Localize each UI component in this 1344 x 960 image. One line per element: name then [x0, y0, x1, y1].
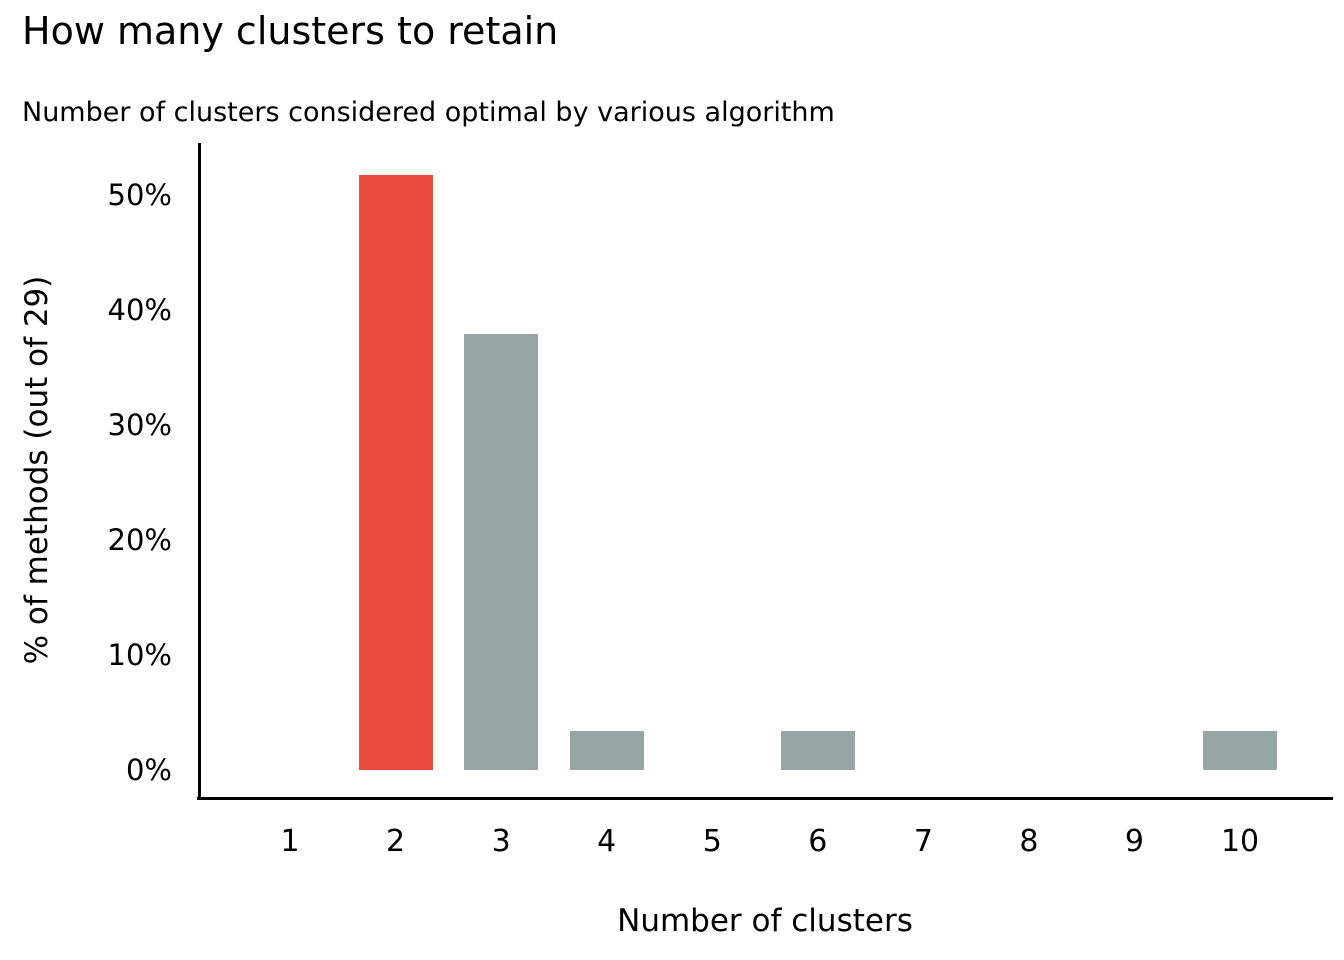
x-tick-label: 4	[597, 824, 617, 859]
y-tick-label: 30%	[107, 408, 172, 442]
x-axis-title: Number of clusters	[617, 903, 913, 939]
x-tick-label: 1	[280, 824, 300, 859]
chart-subtitle: Number of clusters considered optimal by…	[22, 97, 835, 128]
x-tick-label: 2	[386, 824, 406, 859]
bar-cluster-10	[1203, 730, 1278, 770]
x-tick-label: 10	[1220, 824, 1260, 859]
x-tick-label: 5	[702, 824, 722, 859]
y-tick-label: 0%	[125, 753, 172, 787]
bar-cluster-6	[780, 730, 855, 770]
y-tick-label: 10%	[107, 638, 172, 672]
x-axis-line	[197, 797, 1333, 800]
bar-cluster-3	[464, 334, 539, 770]
y-tick-label: 40%	[107, 293, 172, 327]
bar-cluster-2	[358, 175, 433, 770]
x-tick-label: 3	[491, 824, 511, 859]
bar-cluster-4	[569, 730, 644, 770]
chart-title: How many clusters to retain	[22, 9, 559, 53]
x-tick-label: 7	[913, 824, 933, 859]
x-tick-label: 8	[1019, 824, 1039, 859]
y-tick-label: 20%	[107, 523, 172, 557]
y-axis-title: % of methods (out of 29)	[19, 275, 55, 665]
y-tick-label: 50%	[107, 178, 172, 212]
x-tick-label: 9	[1124, 824, 1145, 859]
y-axis-line	[198, 143, 201, 800]
x-tick-label: 6	[808, 824, 828, 859]
